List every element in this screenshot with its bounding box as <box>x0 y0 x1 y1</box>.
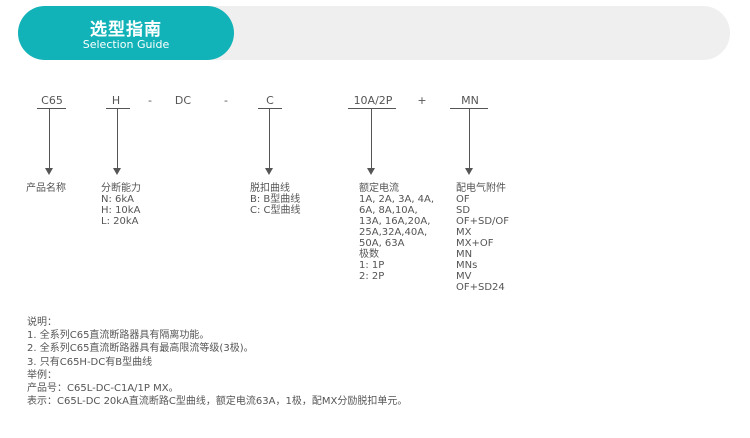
desc-line: MX+OF <box>456 238 494 249</box>
desc-line: 配电气附件 <box>456 183 506 194</box>
arrow-down-icon <box>367 168 375 175</box>
code-separator-2: - <box>224 94 228 107</box>
note-line: 2. 全系列C65直流断路器具有最高限流等级(3极)。 <box>27 343 254 355</box>
desc-line: 25A,32A,40A, <box>359 227 428 238</box>
desc-line: 1: 1P <box>359 260 385 271</box>
arrow-down-icon <box>265 168 273 175</box>
note-line: 3. 只有C65H-DC有B型曲线 <box>27 356 153 368</box>
arrow-down-icon <box>45 168 53 175</box>
desc-line: 脱扣曲线 <box>250 183 290 194</box>
code-plus: + <box>417 94 427 107</box>
desc-line: 1A, 2A, 3A, 4A, <box>359 194 435 205</box>
code-rating: 10A/2P <box>353 94 393 107</box>
example-product-code: 产品号：C65L-DC-C1A/1P MX。 <box>27 383 179 395</box>
desc-capacity: 分断能力 N: 6kA H: 10kA L: 20kA <box>101 183 141 227</box>
underline-capacity <box>106 108 130 109</box>
desc-line: 2: 2P <box>359 271 385 282</box>
connector-rating <box>371 108 372 170</box>
code-accessory: MN <box>461 94 479 107</box>
underline-series <box>37 108 66 109</box>
example-heading: 举例： <box>27 369 57 381</box>
desc-line: 13A, 16A,20A, <box>359 216 431 227</box>
desc-rating: 额定电流 1A, 2A, 3A, 4A, 6A, 8A,10A, 13A, 16… <box>359 183 434 282</box>
desc-line: 分断能力 <box>101 183 141 194</box>
connector-curve <box>269 108 270 170</box>
code-capacity: H <box>111 94 121 107</box>
desc-line: 6A, 8A,10A, <box>359 205 418 216</box>
code-type: DC <box>174 94 192 107</box>
notes-block: 说明： 1. 全系列C65直流断路器具有隔离功能。 2. 全系列C65直流断路器… <box>27 316 407 408</box>
header-bar: 选型指南 Selection Guide <box>18 6 730 60</box>
desc-line: MNs <box>456 260 478 271</box>
example-description: 表示：C65L-DC 20kA直流断路C型曲线，额定电流63A，1极，配MX分励… <box>27 396 408 408</box>
connector-capacity <box>117 108 118 170</box>
underline-curve <box>258 108 282 109</box>
desc-series: 产品名称 <box>26 183 66 194</box>
arrow-down-icon <box>113 168 121 175</box>
note-line: 1. 全系列C65直流断路器具有隔离功能。 <box>27 330 210 342</box>
desc-line: 极数 <box>359 249 379 260</box>
desc-line: MV <box>456 271 472 282</box>
connector-series <box>49 108 50 170</box>
header-pill: 选型指南 Selection Guide <box>18 6 234 60</box>
desc-line: C: C型曲线 <box>250 205 301 216</box>
desc-line: SD <box>456 205 471 216</box>
arrow-down-icon <box>465 168 473 175</box>
desc-line: OF+SD/OF <box>456 216 510 227</box>
notes-heading: 说明： <box>27 317 57 328</box>
code-curve: C <box>266 94 274 107</box>
desc-line: OF+SD24 <box>456 282 505 293</box>
desc-line: MX <box>456 227 472 238</box>
underline-rating <box>348 108 396 109</box>
header-subtitle: Selection Guide <box>82 38 170 51</box>
desc-line: L: 20kA <box>101 216 139 227</box>
desc-line: MN <box>456 249 473 260</box>
desc-accessory: 配电气附件 OF SD OF+SD/OF MX MX+OF MN MNs MV … <box>456 183 509 293</box>
desc-line: B: B型曲线 <box>250 194 301 205</box>
code-series: C65 <box>41 94 63 107</box>
desc-line: 额定电流 <box>359 183 399 194</box>
desc-line: 产品名称 <box>26 183 66 194</box>
desc-line: OF <box>456 194 470 205</box>
desc-line: H: 10kA <box>101 205 141 216</box>
desc-line: N: 6kA <box>101 194 135 205</box>
desc-line: 50A, 63A <box>359 238 405 249</box>
header-title: 选型指南 <box>90 20 162 40</box>
connector-accessory <box>469 108 470 170</box>
desc-curve: 脱扣曲线 B: B型曲线 C: C型曲线 <box>250 183 301 216</box>
code-separator-1: - <box>148 94 152 107</box>
